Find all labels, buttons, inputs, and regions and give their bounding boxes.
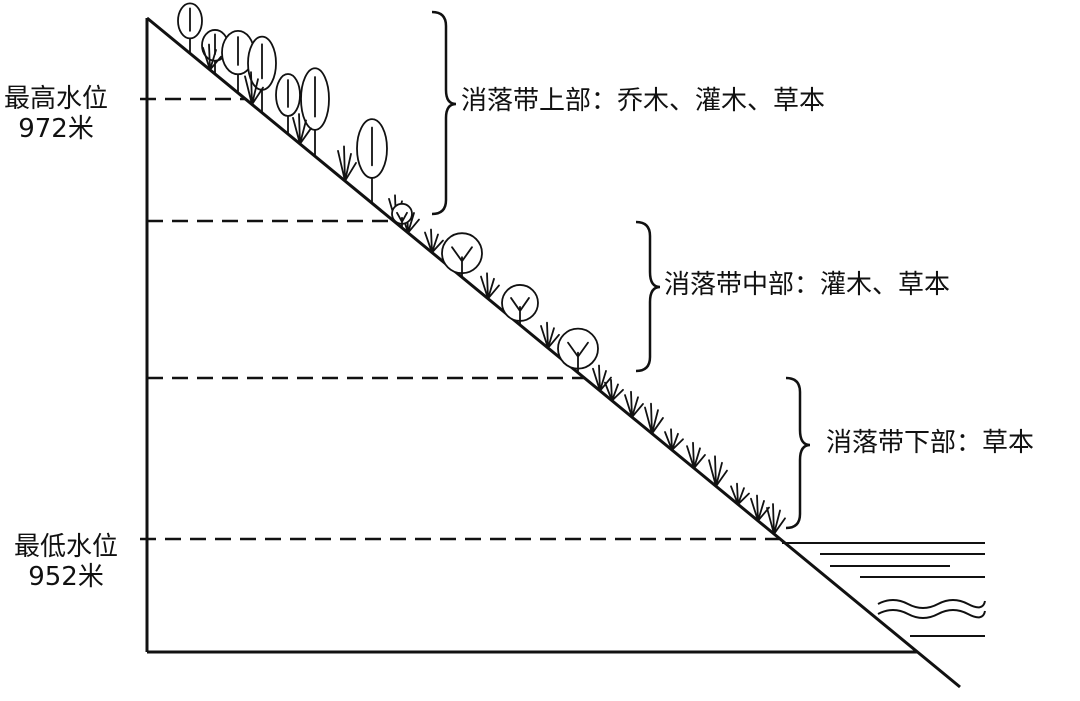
shrub-branches [451, 246, 473, 279]
lower-zone-label: 消落带下部：草本 [826, 428, 1035, 458]
grass-tuft [686, 441, 706, 470]
lowest-water-level-value: 952米 [28, 562, 104, 592]
grass-tuft [337, 145, 357, 182]
shrub-branches [510, 297, 530, 326]
grass-tuft [708, 455, 728, 488]
slope-outline [145, 16, 961, 689]
highest-water-level-title: 最高水位 [4, 84, 109, 114]
lowest-water-level-title: 最低水位 [14, 532, 119, 562]
highest-water-level-value: 972米 [18, 114, 94, 144]
lower-zone-brace [785, 376, 811, 530]
grass-tuft [244, 71, 264, 106]
middle-zone-label: 消落带中部：灌木、草本 [664, 270, 951, 300]
grass-tuft [424, 228, 444, 254]
zone-braces [431, 10, 811, 530]
grass-tuft [766, 503, 786, 535]
grass-tuft [730, 482, 750, 506]
grass-tuft [592, 364, 612, 392]
highest-water-level-label: 最高水位 972米 [4, 84, 108, 144]
grass-tuft [540, 321, 560, 349]
upper-zone-brace [431, 10, 457, 216]
water-surface [782, 542, 986, 637]
middle-zone-brace [635, 220, 661, 373]
grass-tuft [664, 428, 684, 451]
grass-tuft [604, 379, 624, 402]
shrub-branches [567, 341, 589, 374]
vegetation [177, 2, 786, 535]
upper-zone-label: 消落带上部：乔木、灌木、草本 [461, 86, 826, 116]
grass-tuft [624, 390, 644, 418]
grass-tuft [292, 113, 312, 145]
grass-tuft [202, 43, 222, 71]
grass-tuft [750, 494, 770, 522]
level-lines [140, 97, 782, 541]
grass-tuft [480, 272, 500, 300]
lowest-water-level-label: 最低水位 952米 [14, 532, 118, 592]
grass-tuft [644, 402, 664, 435]
shrub-branches [396, 211, 408, 229]
